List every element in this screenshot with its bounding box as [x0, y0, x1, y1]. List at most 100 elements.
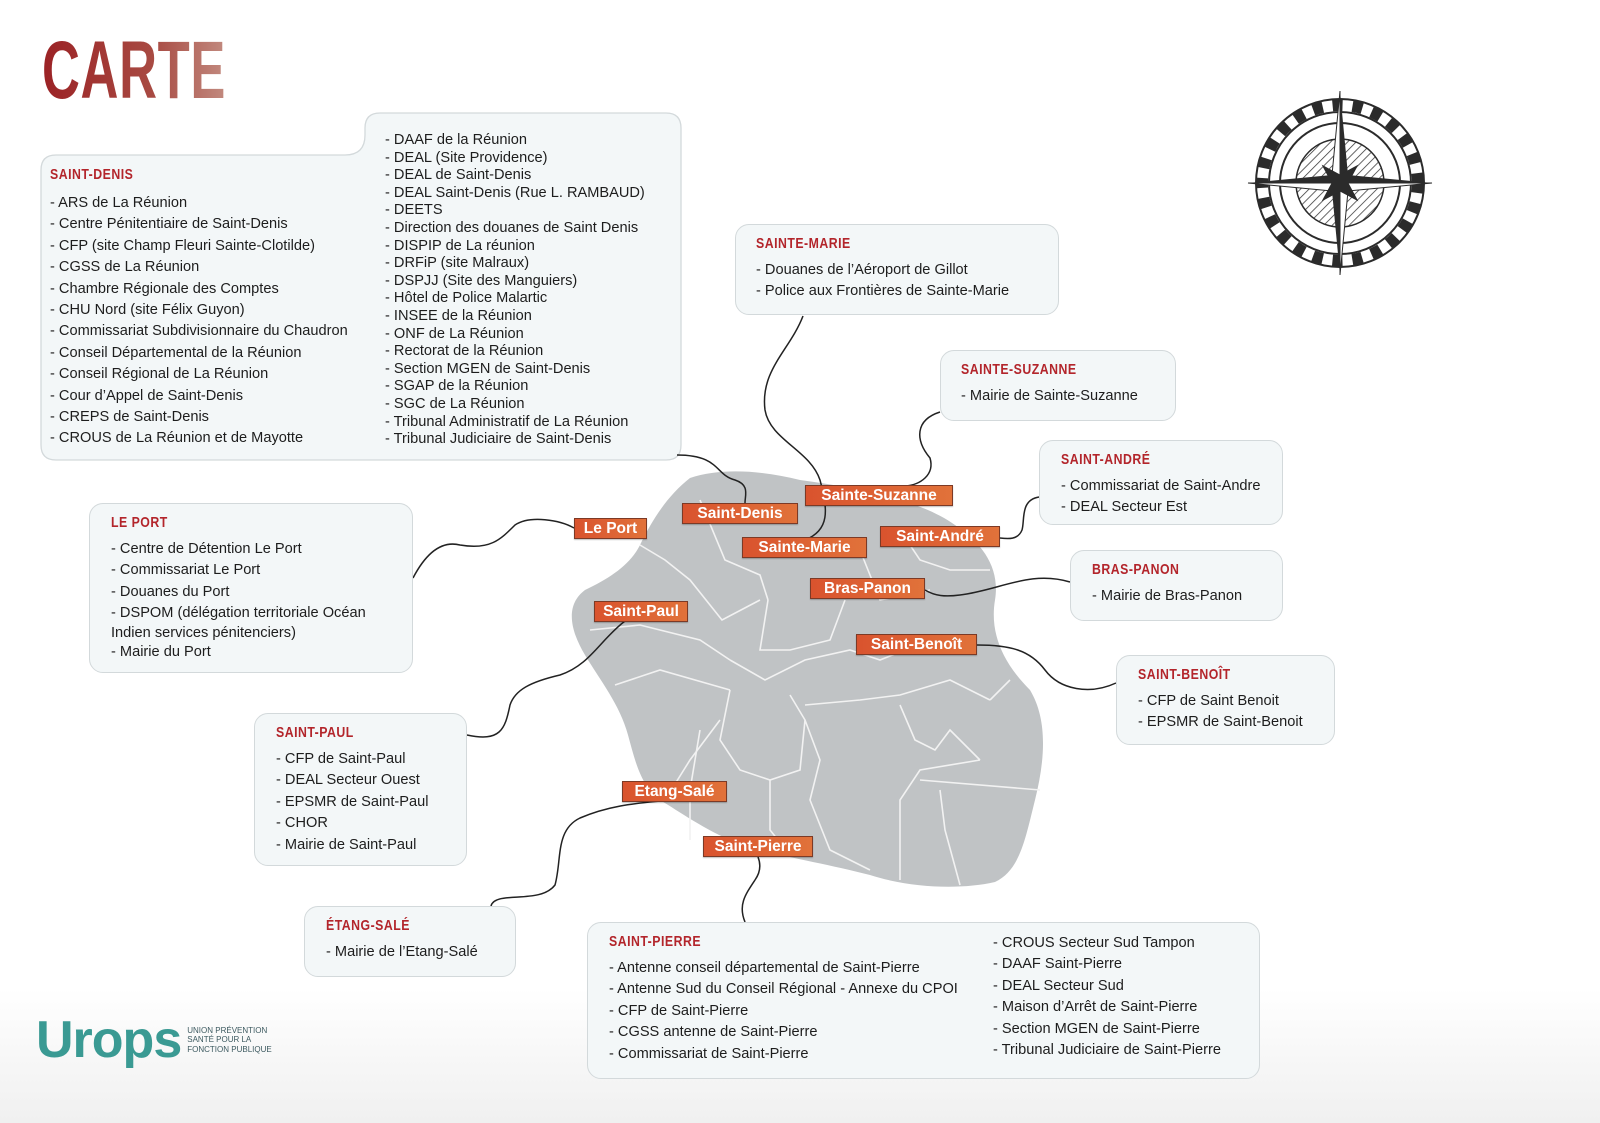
list-item: DEAL (Site Providence)	[385, 150, 645, 168]
list-item: CROUS de La Réunion et de Mayotte	[50, 428, 348, 449]
etang-sale-box: ÉTANG-SALÉ Mairie de l’Etang-Salé	[304, 906, 516, 977]
map-label-saint-andre[interactable]: Saint-André	[880, 526, 1000, 547]
saint-pierre-box: SAINT-PIERRE Antenne conseil département…	[587, 922, 1260, 1079]
logo-tagline: FONCTION PUBLIQUE	[187, 1044, 272, 1054]
list-item: CGSS de La Réunion	[50, 257, 348, 278]
list-item: DEAL de Saint-Denis	[385, 167, 645, 185]
list-item: Douanes de l’Aéroport de Gillot	[756, 260, 1058, 281]
saint-paul-heading: SAINT-PAUL	[276, 724, 354, 741]
page-title: CARTE	[42, 25, 226, 116]
map-label-sainte-marie[interactable]: Sainte-Marie	[742, 537, 867, 558]
connector-lines	[412, 315, 1117, 923]
list-item: Chambre Régionale des Comptes	[50, 279, 348, 300]
list-item: DSPJJ (Site des Manguiers)	[385, 273, 645, 291]
sainte-suzanne-box: SAINTE-SUZANNE Mairie de Sainte-Suzanne	[940, 350, 1176, 421]
list-item: CFP de Saint-Pierre	[609, 1001, 1259, 1022]
list-item: Mairie de l’Etang-Salé	[326, 942, 515, 963]
bras-panon-heading: BRAS-PANON	[1092, 561, 1180, 578]
list-item: DSPOM (délégation territoriale Océan	[111, 603, 412, 624]
list-item: Centre de Détention Le Port	[111, 539, 412, 560]
urops-logo: Urops UNION PRÉVENTION SANTÉ POUR LA FON…	[36, 1010, 272, 1070]
saint-denis-heading: SAINT-DENIS	[50, 166, 134, 183]
map-label-le-port[interactable]: Le Port	[574, 518, 647, 539]
list-item: DAAF de la Réunion	[385, 132, 645, 150]
saint-andre-heading: SAINT-ANDRÉ	[1061, 451, 1151, 468]
commune-borders	[589, 499, 1041, 886]
le-port-heading: LE PORT	[111, 514, 168, 531]
list-item: CHU Nord (site Félix Guyon)	[50, 300, 348, 321]
saint-denis-panel: SAINT-DENIS ARS de La Réunion Centre Pén…	[50, 166, 348, 450]
le-port-box: LE PORT Centre de Détention Le Port Comm…	[89, 503, 413, 673]
sainte-marie-box: SAINTE-MARIE Douanes de l’Aéroport de Gi…	[735, 224, 1059, 315]
saint-paul-box: SAINT-PAUL CFP de Saint-Paul DEAL Secteu…	[254, 713, 467, 866]
list-item: ARS de La Réunion	[50, 193, 348, 214]
map-label-bras-panon[interactable]: Bras-Panon	[810, 578, 925, 599]
list-item: ONF de La Réunion	[385, 326, 645, 344]
etang-sale-heading: ÉTANG-SALÉ	[326, 917, 410, 934]
list-item: DEAL Secteur Ouest	[276, 770, 466, 791]
list-item: DEAL Saint-Denis (Rue L. RAMBAUD)	[385, 185, 645, 203]
logo-wordmark: Urops	[36, 1011, 182, 1069]
list-item: INSEE de la Réunion	[385, 308, 645, 326]
map-label-saint-benoit[interactable]: Saint-Benoît	[856, 634, 977, 655]
list-item: Commissariat Le Port	[111, 560, 412, 581]
list-item: DEAL Secteur Est	[1061, 497, 1282, 518]
list-item: DEAL Secteur Sud	[993, 976, 1221, 997]
list-item: Rectorat de la Réunion	[385, 343, 645, 361]
list-item: Conseil Régional de La Réunion	[50, 364, 348, 385]
list-item: CHOR	[276, 813, 466, 834]
list-item: Section MGEN de Saint-Pierre	[993, 1019, 1221, 1040]
saint-benoit-heading: SAINT-BENOÎT	[1138, 666, 1231, 683]
map-label-saint-paul[interactable]: Saint-Paul	[594, 601, 688, 622]
list-item: SGAP de la Réunion	[385, 378, 645, 396]
list-item: CFP (site Champ Fleuri Sainte-Clotilde)	[50, 236, 348, 257]
list-item: Antenne Sud du Conseil Régional - Annexe…	[609, 979, 1259, 1000]
list-item: SGC de La Réunion	[385, 396, 645, 414]
list-item: Commissariat de Saint-Andre	[1061, 476, 1282, 497]
list-item: CFP de Saint-Paul	[276, 749, 466, 770]
list-item: CREPS de Saint-Denis	[50, 407, 348, 428]
list-item: Commissariat de Saint-Pierre	[609, 1044, 1259, 1065]
list-item: DAAF Saint-Pierre	[993, 954, 1221, 975]
list-item: Cour d’Appel de Saint-Denis	[50, 386, 348, 407]
list-item: Antenne conseil départemental de Saint-P…	[609, 958, 1259, 979]
list-item: EPSMR de Saint-Benoit	[1138, 712, 1334, 733]
list-item: Douanes du Port	[111, 582, 412, 603]
list-item: Section MGEN de Saint-Denis	[385, 361, 645, 379]
list-item: Tribunal Judiciaire de Saint-Denis	[385, 431, 645, 449]
map-label-saint-denis[interactable]: Saint-Denis	[682, 503, 798, 524]
bras-panon-box: BRAS-PANON Mairie de Bras-Panon	[1070, 550, 1283, 621]
list-item: DISPIP de La réunion	[385, 238, 645, 256]
list-item: EPSMR de Saint-Paul	[276, 792, 466, 813]
list-item: Maison d’Arrêt de Saint-Pierre	[993, 997, 1221, 1018]
saint-benoit-box: SAINT-BENOÎT CFP de Saint BenoitEPSMR de…	[1116, 655, 1335, 745]
list-item: CFP de Saint Benoit	[1138, 691, 1334, 712]
list-item: CROUS Secteur Sud Tampon	[993, 933, 1221, 954]
list-item: Mairie de Saint-Paul	[276, 835, 466, 856]
list-item: Police aux Frontières de Sainte-Marie	[756, 281, 1058, 302]
map-label-etang-sale[interactable]: Etang-Salé	[622, 781, 727, 802]
map-label-sainte-suzanne[interactable]: Sainte-Suzanne	[805, 485, 953, 506]
saint-pierre-heading: SAINT-PIERRE	[609, 933, 702, 950]
list-item: Mairie de Bras-Panon	[1092, 586, 1282, 607]
list-item: Hôtel de Police Malartic	[385, 290, 645, 308]
list-item: Commissariat Subdivisionnaire du Chaudro…	[50, 321, 348, 342]
list-item: Direction des douanes de Saint Denis	[385, 220, 645, 238]
logo-tagline: UNION PRÉVENTION	[187, 1025, 268, 1035]
logo-tagline: SANTÉ POUR LA	[187, 1035, 252, 1045]
list-item: Tribunal Judiciaire de Saint-Pierre	[993, 1040, 1221, 1061]
list-item: DEETS	[385, 202, 645, 220]
list-item: Conseil Départemental de la Réunion	[50, 343, 348, 364]
saint-denis-list-right: DAAF de la Réunion DEAL (Site Providence…	[385, 132, 645, 449]
sainte-suzanne-heading: SAINTE-SUZANNE	[961, 361, 1077, 378]
list-item: Tribunal Administratif de La Réunion	[385, 414, 645, 432]
list-item: Centre Pénitentiaire de Saint-Denis	[50, 214, 348, 235]
list-item: CGSS antenne de Saint-Pierre	[609, 1022, 1259, 1043]
list-item-continuation: Indien services pénitenciers)	[111, 624, 296, 641]
list-item: DRFiP (site Malraux)	[385, 255, 645, 273]
list-item: Mairie de Sainte-Suzanne	[961, 386, 1175, 407]
map-label-saint-pierre[interactable]: Saint-Pierre	[703, 836, 813, 857]
list-item: Mairie du Port	[111, 642, 412, 663]
sainte-marie-heading: SAINTE-MARIE	[756, 235, 851, 252]
